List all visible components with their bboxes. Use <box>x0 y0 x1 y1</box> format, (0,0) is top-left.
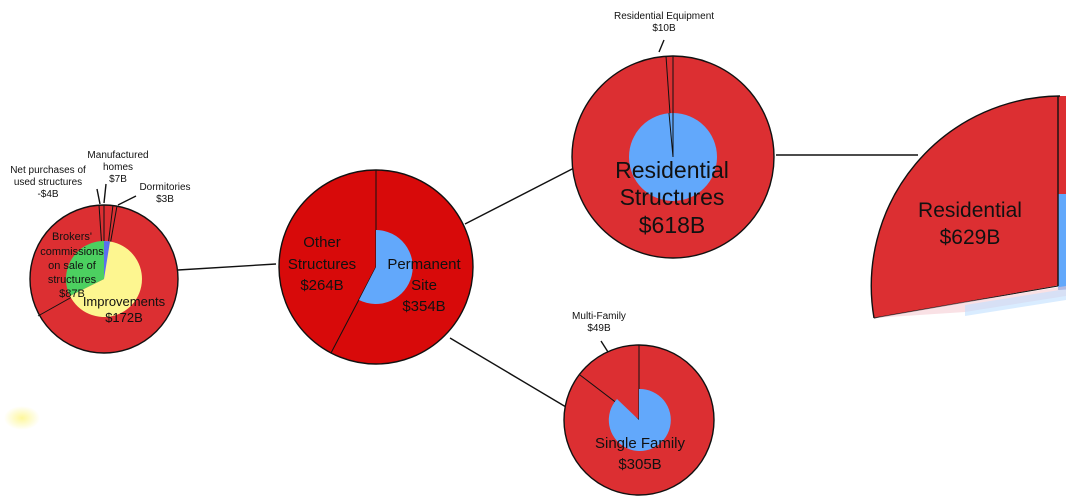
residential-equipment-value: $10B <box>652 23 676 34</box>
residential-structures-node[interactable] <box>571 55 775 259</box>
manufactured-homes-slice <box>104 241 110 279</box>
connector-site-residential-structures <box>464 166 577 225</box>
other-structures-label-1: Other <box>303 234 341 251</box>
brokers-commissions-slice <box>65 241 104 296</box>
leader-residential-equipment <box>658 39 665 53</box>
net-purchases-label-2: used structures <box>14 177 82 188</box>
dormitories-label: Dormitories <box>139 182 190 193</box>
family-labels: Multi-Family $49B Single Family $305B <box>572 311 685 473</box>
other-structures-value: $264B <box>300 277 343 294</box>
residential-label: Residential <box>918 199 1022 222</box>
brokers-label-1: Brokers' <box>52 231 92 243</box>
residential-node[interactable] <box>870 95 1066 319</box>
residential-value: $629B <box>940 226 1001 249</box>
improvements-node[interactable] <box>29 204 179 354</box>
improvements-labels: Net purchases of used structures -$4B Ma… <box>10 150 190 325</box>
dormitories-value: $3B <box>156 194 174 205</box>
multi-family-value: $49B <box>587 323 611 334</box>
permanent-site-label-2: Site <box>411 277 437 294</box>
residential-outer-ring <box>871 96 1066 318</box>
brokers-label-3: on sale of <box>48 260 97 272</box>
residential-structures-value: $618B <box>639 212 706 238</box>
residential-labels: Residential $629B <box>918 199 1022 249</box>
residential-structures-label-1: Residential <box>615 157 729 183</box>
residential-blur-blue <box>965 289 1066 316</box>
leader-net-purchases <box>96 188 101 205</box>
residential-structures-labels: Residential Equipment $10B Residential S… <box>614 11 729 238</box>
manufactured-homes-label-1: Manufactured <box>87 150 148 161</box>
other-structures-label-2: Structures <box>288 256 356 273</box>
residential-core-edge <box>1058 194 1066 290</box>
faint-glow <box>4 406 40 430</box>
leader-multi-family <box>600 340 609 353</box>
residential-blur-red <box>874 286 1066 318</box>
site-node[interactable] <box>278 169 474 365</box>
multi-family-label: Multi-Family <box>572 311 626 322</box>
brokers-label-2: commissions <box>40 246 104 258</box>
single-family-label: Single Family <box>595 435 686 452</box>
brokers-value: $87B <box>59 288 85 300</box>
improvements-slice <box>70 241 142 317</box>
manufactured-homes-value: $7B <box>109 174 127 185</box>
residential-equipment-label: Residential Equipment <box>614 11 714 22</box>
site-labels: Other Structures $264B Permanent Site $3… <box>288 234 462 315</box>
net-purchases-label-1: Net purchases of <box>10 165 86 176</box>
leader-dormitories <box>117 195 137 206</box>
leader-manufactured <box>103 183 107 204</box>
improvements-value: $172B <box>105 310 143 325</box>
manufactured-homes-label-2: homes <box>103 162 133 173</box>
net-purchases-value: -$4B <box>37 189 58 200</box>
improvements-label: Improvements <box>83 294 166 309</box>
connector-site-family <box>449 337 567 408</box>
single-family-value: $305B <box>618 456 661 473</box>
permanent-site-label-1: Permanent <box>387 256 461 273</box>
brokers-label-4: structures <box>48 274 97 286</box>
single-family-slice <box>608 388 671 451</box>
connectors <box>96 39 918 408</box>
residential-structures-label-2: Structures <box>620 184 725 210</box>
permanent-site-slice <box>359 230 413 304</box>
permanent-site-value: $354B <box>402 298 445 315</box>
connector-improvements-site <box>177 263 277 271</box>
family-node[interactable] <box>563 344 715 496</box>
